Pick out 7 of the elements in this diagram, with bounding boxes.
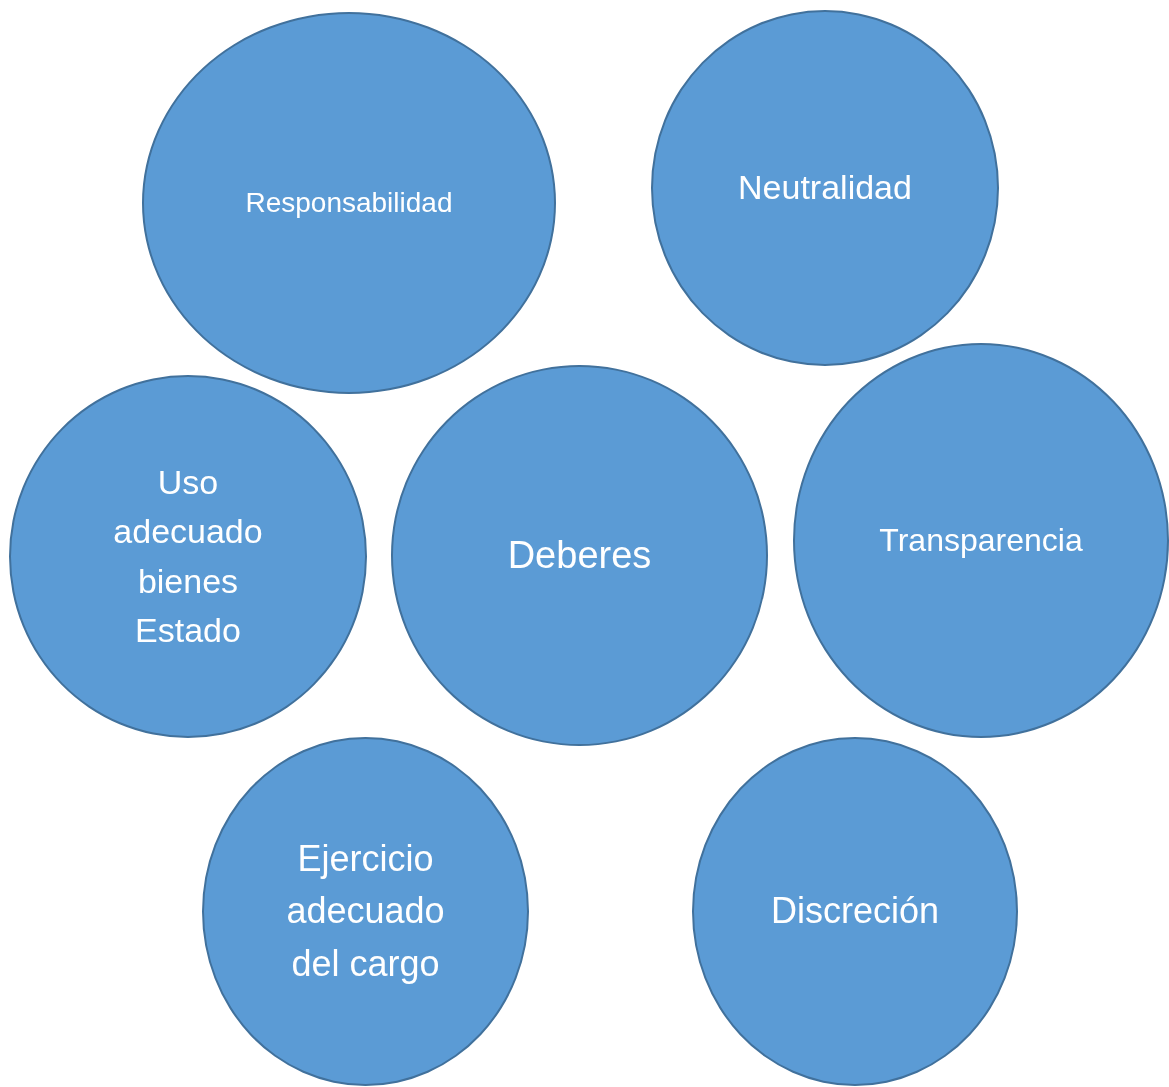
node-label: Responsabilidad	[245, 185, 453, 220]
node-label: Deberes	[507, 532, 652, 578]
node-label: Transparencia	[879, 521, 1083, 561]
node-label: Discreción	[770, 889, 939, 934]
node-label: Uso adecuado bienes Estado	[112, 461, 264, 651]
node-label: Neutralidad	[738, 167, 912, 209]
node-label: Ejercicio adecuado del cargo	[285, 837, 446, 986]
